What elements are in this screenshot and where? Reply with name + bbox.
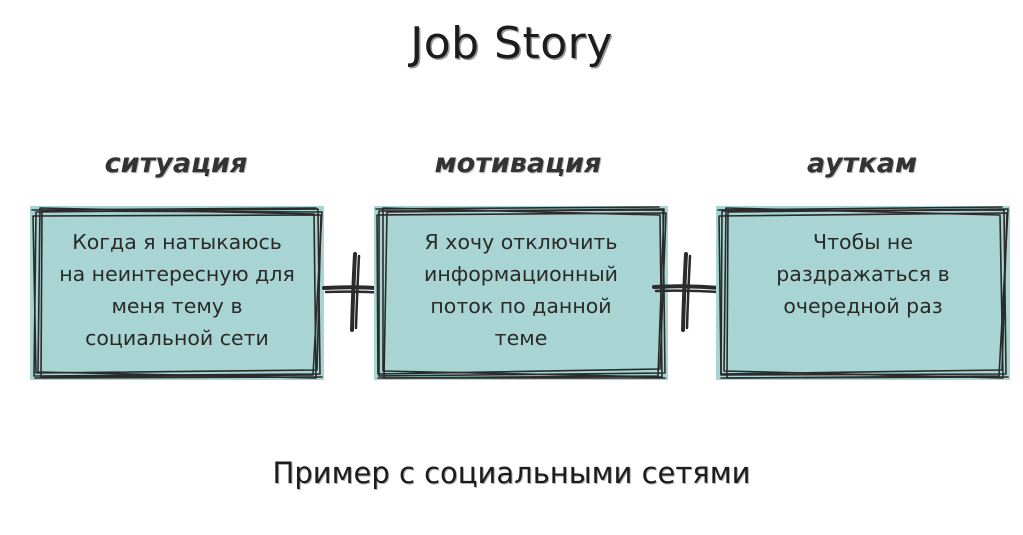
motivation-line: поток по данной — [430, 294, 612, 318]
situation-line: социальной сети — [85, 326, 269, 350]
outcome-box: Чтобы не раздражаться в очередной раз — [716, 206, 1010, 380]
page-title: Job Story — [410, 18, 613, 69]
motivation-text: Я хочу отключить информационный поток по… — [392, 226, 650, 354]
motivation-line: Я хочу отключить — [424, 230, 618, 254]
footer-caption: Пример с социальными сетями — [272, 456, 751, 490]
outcome-line: очередной раз — [783, 294, 943, 318]
situation-line: Когда я натыкаюсь — [72, 230, 282, 254]
outcome-line: раздражаться в — [776, 262, 950, 286]
situation-line: на неинтересную для — [59, 262, 295, 286]
situation-line: меня тему в — [111, 294, 243, 318]
heading-situation: ситуация — [104, 148, 248, 179]
situation-text: Когда я натыкаюсь на неинтересную для ме… — [48, 226, 306, 354]
outcome-text: Чтобы не раздражаться в очередной раз — [734, 226, 992, 322]
situation-box: Когда я натыкаюсь на неинтересную для ме… — [30, 206, 324, 380]
heading-motivation: мотивация — [434, 148, 602, 179]
plus-connector-2 — [652, 252, 722, 332]
heading-outcome: ауткам — [806, 148, 918, 179]
motivation-line: теме — [494, 326, 548, 350]
sketch-frame — [375, 206, 667, 379]
sketch-frame — [717, 206, 1009, 379]
motivation-line: информационный — [424, 262, 618, 286]
sketch-frame — [31, 207, 323, 379]
motivation-box: Я хочу отключить информационный поток по… — [374, 206, 668, 380]
outcome-line: Чтобы не — [813, 230, 913, 254]
